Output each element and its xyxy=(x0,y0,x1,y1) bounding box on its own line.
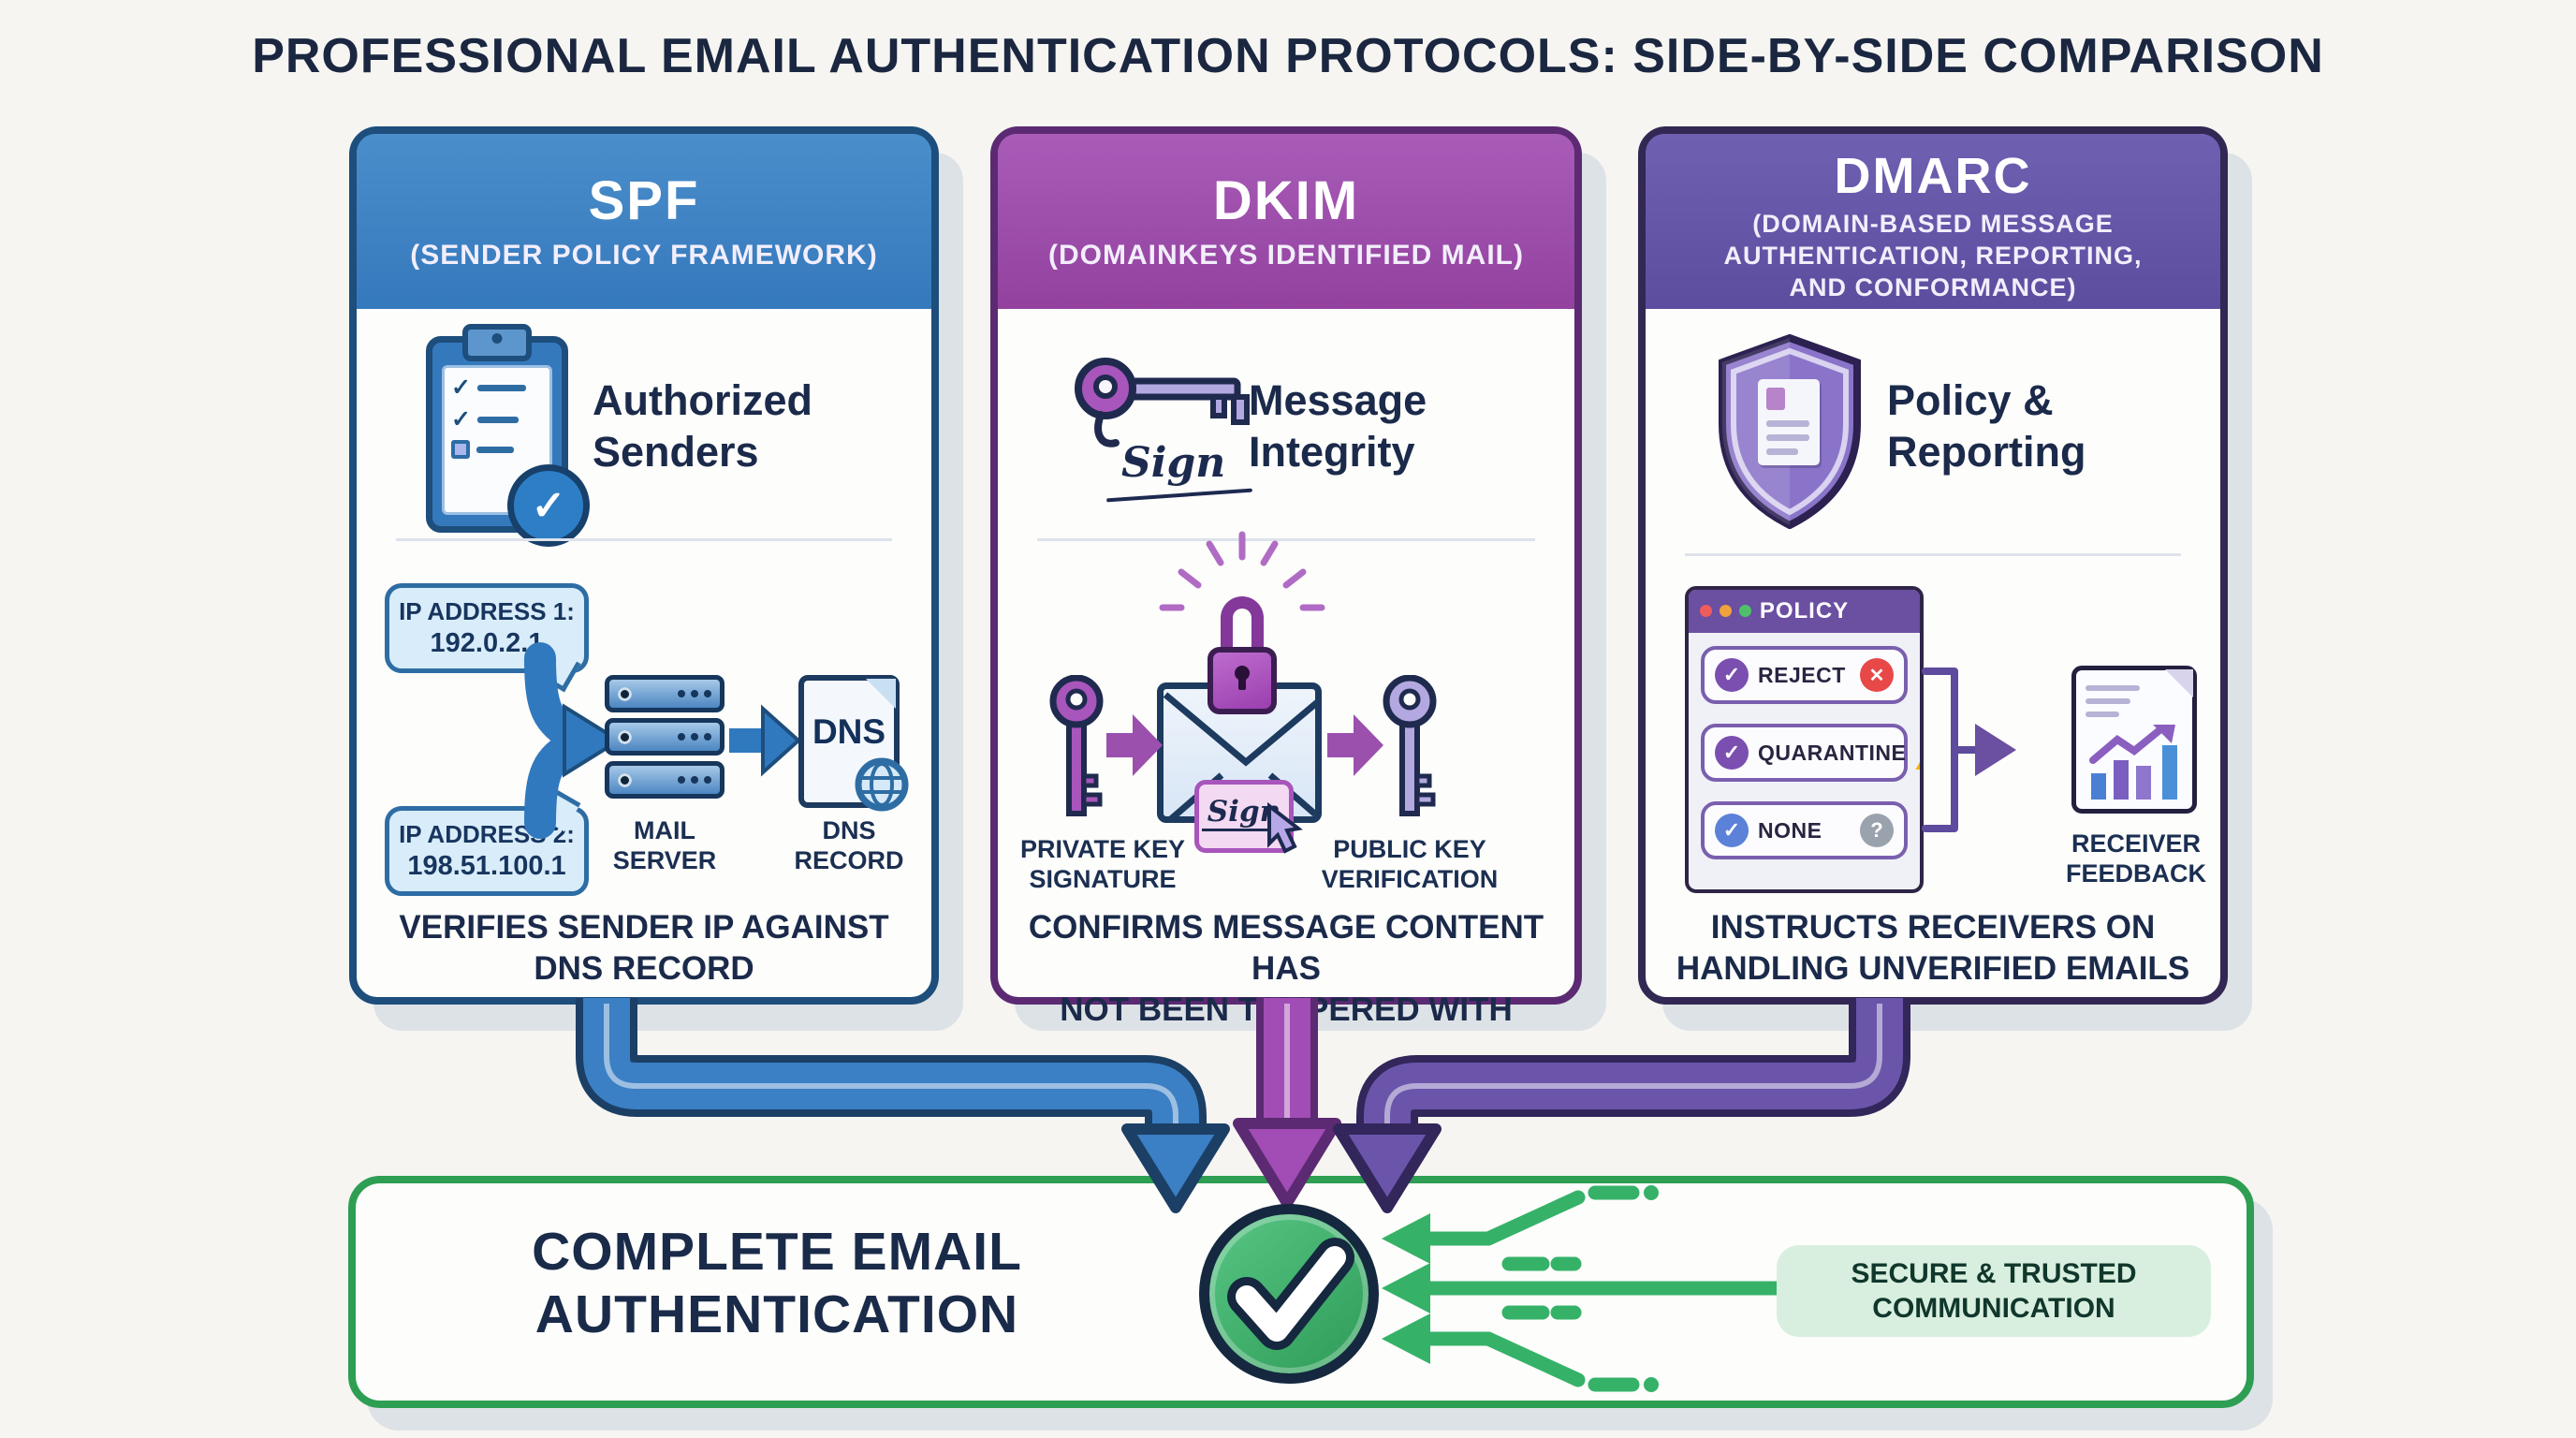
globe-icon xyxy=(855,757,909,812)
spf-feature-label: Authorized Senders xyxy=(593,376,812,476)
ip-address-1-bubble: IP ADDRESS 1: 192.0.2.1 xyxy=(385,583,589,673)
dkim-subtitle: (DOMAINKEYS IDENTIFIED MAIL) xyxy=(1048,240,1524,271)
dns-record-icon: DNS xyxy=(798,675,909,812)
receiver-feedback-icon xyxy=(2071,666,2197,814)
dmarc-feature-label: Policy & Reporting xyxy=(1887,376,2086,476)
check-badge-icon: ✓ xyxy=(507,464,590,547)
private-key-icon xyxy=(1049,675,1104,816)
check-circle-icon xyxy=(1715,658,1749,692)
spf-caption: VERIFIES SENDER IP AGAINST DNS RECORD xyxy=(399,909,889,987)
dkim-feature-label: Message Integrity xyxy=(1249,376,1427,476)
policy-row-reject: REJECT xyxy=(1701,646,1908,704)
secure-trusted-badge: SECURE & TRUSTED COMMUNICATION xyxy=(1777,1245,2211,1337)
spf-card-header: SPF (SENDER POLICY FRAMEWORK) xyxy=(357,134,931,309)
signing-key-icon xyxy=(1075,358,1250,448)
policy-row-none: NONE xyxy=(1701,801,1908,859)
dmarc-caption: INSTRUCTS RECEIVERS ON HANDLING UNVERIFI… xyxy=(1676,909,2190,987)
policy-row-quarantine: QUARANTINE xyxy=(1701,724,1920,782)
padlock-shackle xyxy=(1221,596,1264,654)
dmarc-card-header: DMARC (DOMAIN-BASED MESSAGE AUTHENTICATI… xyxy=(1646,134,2220,309)
policy-document-icon xyxy=(1758,379,1820,465)
shield-icon xyxy=(1719,333,1861,534)
reject-x-icon xyxy=(1860,658,1894,692)
dkim-title: DKIM xyxy=(1212,170,1360,231)
dns-record-label: DNS RECORD xyxy=(794,816,904,875)
mail-server-icon xyxy=(605,675,724,804)
policy-window-titlebar: POLICY xyxy=(1689,590,1920,633)
dmarc-title: DMARC xyxy=(1834,148,2032,204)
page-title: PROFESSIONAL EMAIL AUTHENTICATION PROTOC… xyxy=(252,29,2324,83)
footer-title: COMPLETE EMAIL AUTHENTICATION xyxy=(532,1222,1022,1345)
question-mark-icon xyxy=(1860,814,1894,847)
spf-title: SPF xyxy=(588,170,700,231)
checklist-clipboard-icon: ✓ ✓ ✓ xyxy=(426,324,590,547)
divider xyxy=(1685,553,2181,556)
signature-box: Sign xyxy=(1194,780,1294,853)
public-key-label: PUBLIC KEY VERIFICATION xyxy=(1321,835,1499,894)
check-circle-icon xyxy=(1715,736,1749,770)
dkim-caption: CONFIRMS MESSAGE CONTENT HAS NOT BEEN TA… xyxy=(1028,909,1544,1028)
spf-card: SPF (SENDER POLICY FRAMEWORK) ✓ ✓ ✓ Auth… xyxy=(349,126,939,1005)
divider xyxy=(396,538,892,541)
policy-window-title: POLICY xyxy=(1759,598,1850,624)
public-key-icon xyxy=(1383,675,1437,816)
dkim-card: DKIM (DOMAINKEYS IDENTIFIED MAIL) Sign M… xyxy=(990,126,1582,1028)
dmarc-subtitle: (DOMAIN-BASED MESSAGE AUTHENTICATION, RE… xyxy=(1723,210,2143,301)
signature-script: Sign xyxy=(1121,439,1226,487)
warning-triangle-icon xyxy=(1915,736,1920,770)
divider xyxy=(1037,538,1535,541)
success-check-icon xyxy=(1199,1204,1379,1384)
dkim-card-header: DKIM (DOMAINKEYS IDENTIFIED MAIL) xyxy=(998,134,1574,309)
padlock-icon xyxy=(1208,647,1277,714)
check-circle-icon xyxy=(1715,814,1749,847)
policy-window: POLICY REJECT QUARANTINE NONE xyxy=(1685,586,1924,893)
private-key-label: PRIVATE KEY SIGNATURE xyxy=(1019,835,1186,894)
mail-server-label: MAIL SERVER xyxy=(612,816,717,875)
signature-underline xyxy=(1106,488,1252,503)
receiver-feedback-label: RECEIVER FEEDBACK xyxy=(2065,829,2206,888)
dmarc-card: DMARC (DOMAIN-BASED MESSAGE AUTHENTICATI… xyxy=(1638,126,2228,1005)
spf-subtitle: (SENDER POLICY FRAMEWORK) xyxy=(410,240,878,271)
window-dots-icon xyxy=(1700,605,1751,617)
